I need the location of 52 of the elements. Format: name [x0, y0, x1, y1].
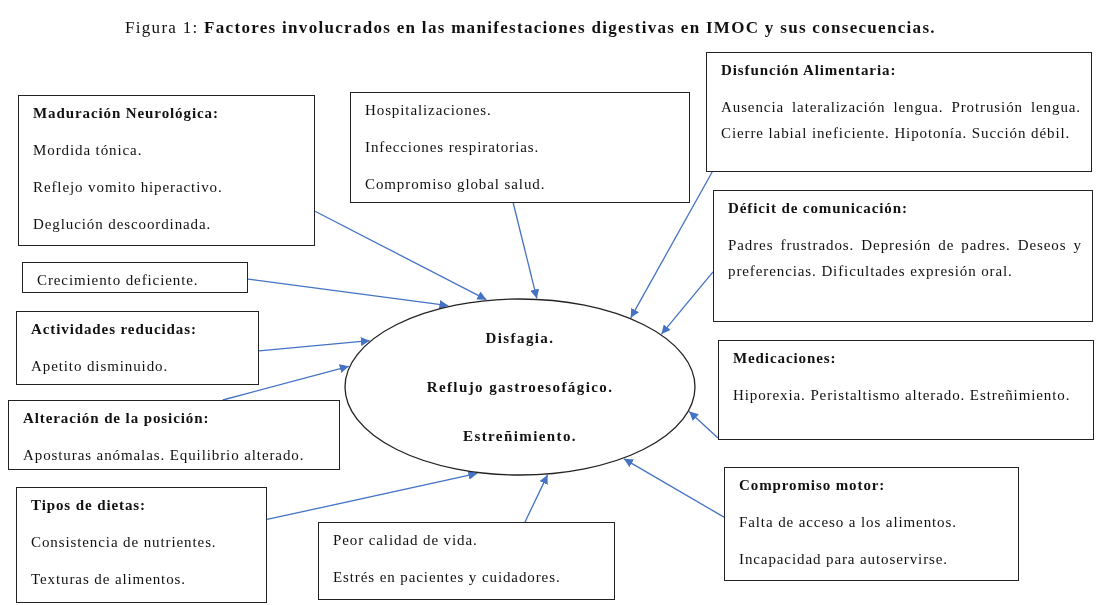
box-text: Falta de acceso a los alimentos. [739, 513, 958, 532]
text-box [724, 467, 1019, 581]
box-heading: Compromiso motor: [739, 476, 887, 495]
text-box [706, 52, 1092, 172]
text-box [350, 92, 690, 203]
box-text: Compromiso global salud. [365, 175, 547, 194]
text-box [16, 311, 259, 385]
arrow [314, 210, 488, 301]
box-text: Peor calidad de vida. [333, 531, 479, 550]
box-heading: Déficit de comunicación: [728, 199, 909, 218]
box-heading: Medicaciones: [733, 349, 838, 368]
box-text: Mordida tónica. [33, 141, 144, 160]
box-text: Padres frustrados. Depresión de padres. Deseos y preferencias. Dificultades expresión oral. [728, 236, 1082, 281]
arrow [512, 202, 540, 300]
box-heading: Disfunción Alimentaria: [721, 61, 898, 80]
box-text: Apetito disminuido. [31, 357, 170, 376]
arrow [258, 337, 371, 352]
box-text: Estrés en pacientes y cuidadores. [333, 568, 562, 587]
box-text: Hospitalizaciones. [365, 101, 493, 120]
box-heading: Actividades reducidas: [31, 320, 198, 339]
arrow [524, 474, 549, 523]
ellipse-text: Estreñimiento. [462, 427, 578, 446]
box-heading: Maduración Neurológica: [33, 104, 220, 123]
box-text: Crecimiento deficiente. [37, 271, 200, 290]
text-box [18, 95, 315, 246]
text-box [713, 190, 1093, 322]
text-box [718, 340, 1094, 440]
arrow [266, 470, 479, 521]
arrow [247, 278, 450, 309]
ellipse-node [344, 298, 696, 476]
arrow [623, 458, 725, 518]
ellipse-text: Disfagia. [484, 329, 556, 348]
box-text: Reflejo vomito hiperactivo. [33, 178, 224, 197]
box-text: Texturas de alimentos. [31, 570, 187, 589]
text-box [16, 487, 267, 603]
box-text: Infecciones respiratorias. [365, 138, 541, 157]
arrow [688, 410, 719, 439]
box-heading: Alteración de la posición: [23, 409, 211, 428]
ellipse-text: Reflujo gastroesofágico. [425, 378, 615, 397]
box-text: Aposturas anómalas. Equilibrio alterado. [23, 446, 306, 465]
box-heading: Tipos de dietas: [31, 496, 147, 515]
text-box [318, 522, 615, 600]
arrow [660, 271, 714, 335]
box-text: Incapacidad para autoservirse. [739, 550, 949, 569]
box-text: Ausencia lateralización lengua. Protrusión lengua. Cierre labial ineficiente. Hipotonía. Succión débil. [721, 98, 1081, 143]
figure-title: Figura 1: Factores involucrados en las manifestaciones digestivas en IMOC y sus consecuencias. [125, 17, 937, 39]
text-box [22, 262, 248, 293]
box-text: Hiporexia. Peristaltismo alterado. Estreñimiento. [733, 386, 1072, 405]
arrow [630, 171, 713, 319]
box-text: Consistencia de nutrientes. [31, 533, 218, 552]
text-box [8, 400, 340, 470]
box-text: Deglución descoordinada. [33, 215, 213, 234]
